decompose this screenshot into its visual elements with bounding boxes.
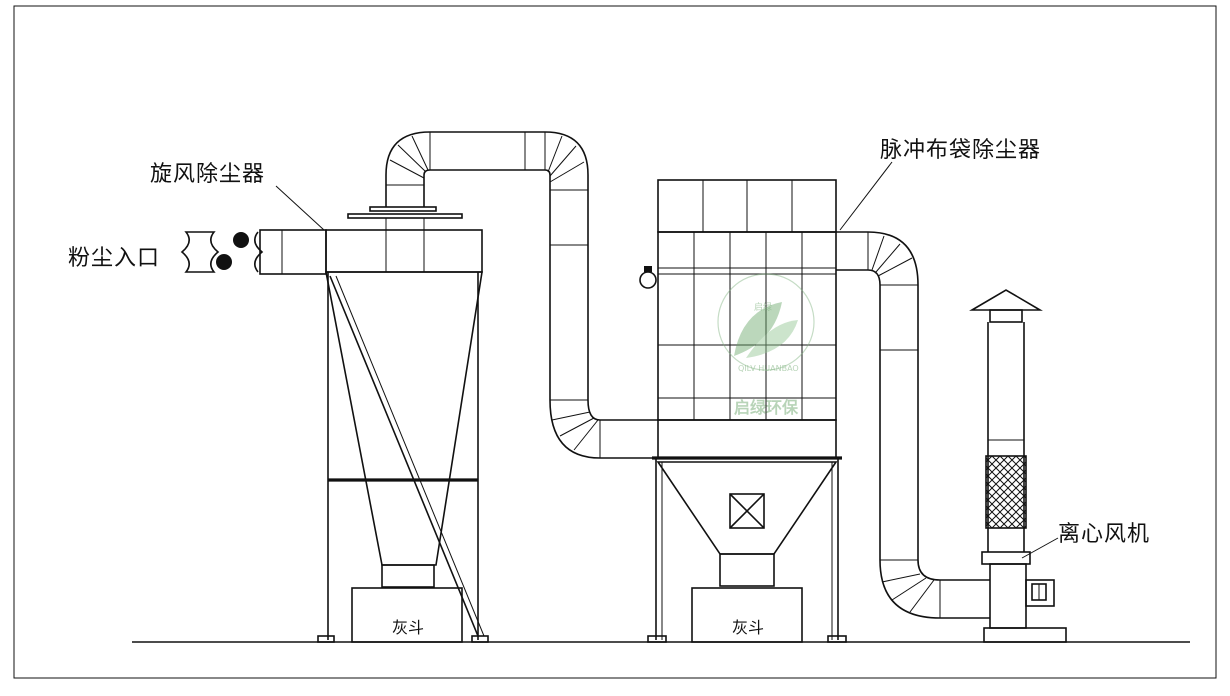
- pulse-bag-filter: [639, 179, 847, 643]
- cyclone-collector: [317, 206, 489, 643]
- outlet-duct: [836, 231, 990, 619]
- label-dust-inlet: 粉尘入口: [68, 246, 161, 271]
- hopper-left-box: [351, 587, 463, 643]
- dust-inlet: [180, 229, 327, 275]
- leader-bagfilter: [839, 161, 893, 231]
- access-door: [729, 493, 765, 529]
- label-pulse-bag-filter: 脉冲布袋除尘器: [880, 138, 1042, 163]
- label-cyclone: 旋风除尘器: [150, 162, 266, 187]
- watermark-badge: 启绿: [754, 303, 773, 313]
- watermark-brand-en: QILV HUANBAO: [738, 364, 799, 373]
- centrifugal-fan: [969, 289, 1067, 643]
- label-hopper-right: 灰斗: [732, 618, 765, 637]
- frame-border: [13, 5, 1217, 679]
- leader-cyclone: [275, 185, 325, 231]
- connecting-duct: [385, 131, 658, 459]
- watermark-brand-cn: 启绿环保: [734, 398, 799, 417]
- label-centrifugal-fan: 离心风机: [1058, 522, 1151, 547]
- leader-fan: [1021, 537, 1059, 559]
- silencer-mesh: [985, 455, 1027, 529]
- watermark-leaf-logo: [717, 273, 815, 371]
- hopper-right-box: [691, 587, 803, 643]
- label-hopper-left: 灰斗: [392, 618, 425, 637]
